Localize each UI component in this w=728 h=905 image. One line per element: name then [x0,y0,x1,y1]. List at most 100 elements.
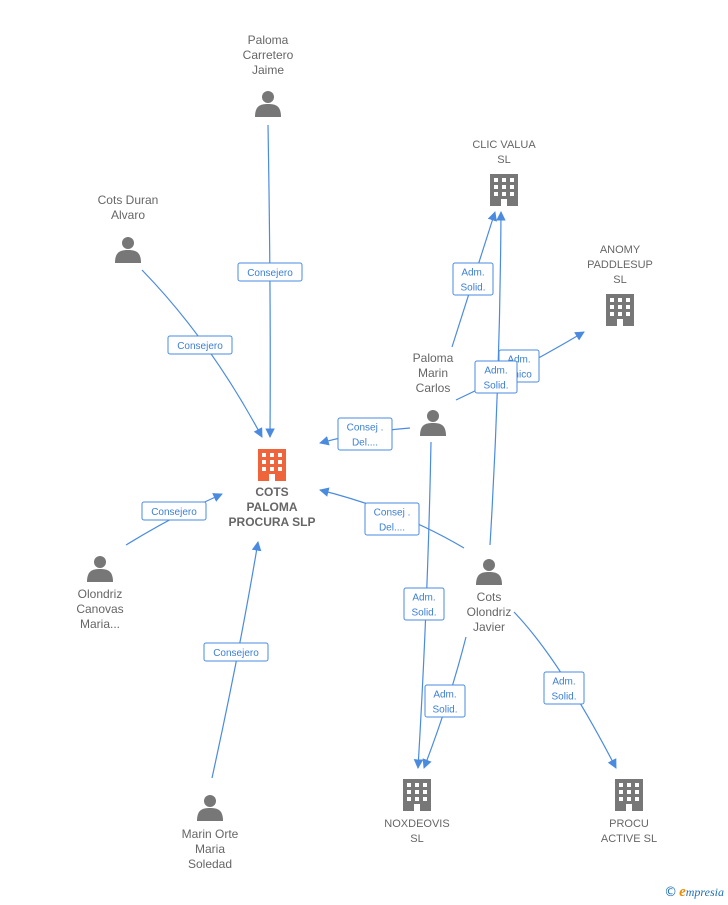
edge-label-text: Del.... [379,523,405,534]
person-icon [197,795,223,821]
node-procu-active[interactable]: PROCU ACTIVE SL [601,779,657,845]
node-label-line: PALOMA [246,500,297,514]
building-icon [615,779,643,811]
edge-label-text: Consejero [151,507,197,518]
edge-label-text: Adm. [412,593,435,604]
building-icon [258,449,286,481]
edge-label-text: Solid. [411,608,436,619]
node-label-line: PROCURA SLP [229,515,316,529]
edge-label[interactable]: Consej . Del.... [364,502,420,536]
edge-label[interactable]: Adm. Solid. [543,671,585,705]
edge-label-text: Unico [506,370,532,381]
node-noxdeovis[interactable]: NOXDEOVIS SL [384,779,450,845]
node-label-line: SL [497,154,510,166]
person-icon [255,91,281,117]
edge-label-box[interactable] [424,684,466,718]
edge-label[interactable]: Consejero [141,501,207,521]
person-icon [420,410,446,436]
node-label-line: Olondriz [78,587,123,601]
node-label-line: PADDLESUP [587,259,653,271]
edge-label[interactable]: Adm. Solid. [403,587,445,621]
edge-label-text: Solid. [551,692,576,703]
edge-paloma_carretero-to-cots_paloma [265,124,275,438]
node-label-line: Carlos [416,381,451,395]
node-label-line: PROCU [609,818,649,830]
person-icon [87,556,113,582]
node-label-line: Marin Orte [182,827,239,841]
edge-label-text: Consej . [347,423,384,434]
edge-label-box[interactable] [403,587,445,621]
edges-layer [125,124,617,779]
edge-label-text: Adm. [507,355,530,366]
node-clic-valua[interactable]: CLIC VALUA SL [472,139,536,206]
node-label-line: ACTIVE SL [601,833,657,845]
edge-label-text: Del.... [352,438,378,449]
edge-label-text: Consejero [213,648,259,659]
node-olondriz-canovas[interactable]: OlondrizCanovasMaria... [76,556,124,631]
node-label-line: Paloma [248,33,289,47]
building-icon [606,294,634,326]
node-label-line: CLIC VALUA [472,139,536,151]
node-label-line: Paloma [413,351,454,365]
copyright-icon: © [664,885,678,900]
edge-label-box[interactable] [141,501,207,521]
edge-label-text: Solid. [432,705,457,716]
edge-label-box[interactable] [237,262,303,282]
edge-label-box[interactable] [452,262,494,296]
building-icon [403,779,431,811]
node-label-line: SL [410,833,423,845]
node-label-line: Alvaro [111,208,145,222]
edge-label-text: Adm. [433,690,456,701]
edge-label-text: Solid. [460,283,485,294]
node-label-line: Soledad [188,857,232,871]
node-label-line: Olondriz [467,605,512,619]
brand-name: mpresia [685,885,724,899]
edge-label-box[interactable] [337,417,393,451]
node-label-line: Marin [418,366,448,380]
edge-label-box[interactable] [167,335,233,355]
node-label-line: Cots Duran [98,193,159,207]
edge-label-box[interactable] [474,360,518,394]
node-anomy[interactable]: ANOMY PADDLESUP SL [587,244,653,326]
edge-label-text: Consej . [374,508,411,519]
node-label-line: Maria... [80,617,120,631]
node-label-line: Carretero [243,48,294,62]
node-label-line: SL [613,274,626,286]
edge-label-text: Adm. [552,677,575,688]
node-label-line: Jaime [252,63,284,77]
edge-label[interactable]: Consejero [203,642,269,662]
node-label-line: Maria [195,842,225,856]
person-icon [476,559,502,585]
edge-label[interactable]: Consejero [167,335,233,355]
node-label-line: Javier [473,620,505,634]
person-icon [115,237,141,263]
empresia-logo[interactable]: ©empresia [664,884,724,901]
edge-labels-layer: ConsejeroConsejeroConsejeroConsejeroCons… [141,262,585,718]
building-icon [490,174,518,206]
edge-label-box[interactable] [543,671,585,705]
edge-label-text: Solid. [483,381,508,392]
node-label-line: Canovas [76,602,123,616]
node-label-line: NOXDEOVIS [384,818,449,830]
edge-label[interactable]: Adm.Solid. [452,262,494,296]
edge-label-text: Consejero [177,341,223,352]
node-label-line: Cots [477,590,502,604]
edge-label-box[interactable] [364,502,420,536]
edge-label[interactable]: Consej . Del.... [337,417,393,451]
edge-label[interactable]: Adm. Solid. [474,360,518,394]
brand-initial: e [679,884,686,900]
node-label-line: COTS [255,485,288,499]
edge-label-text: Adm. [484,366,507,377]
edge-label[interactable]: Adm. Solid. [424,684,466,718]
edge-label-box[interactable] [203,642,269,662]
edge-label[interactable]: Consejero [237,262,303,282]
node-label-line: ANOMY [600,244,641,256]
